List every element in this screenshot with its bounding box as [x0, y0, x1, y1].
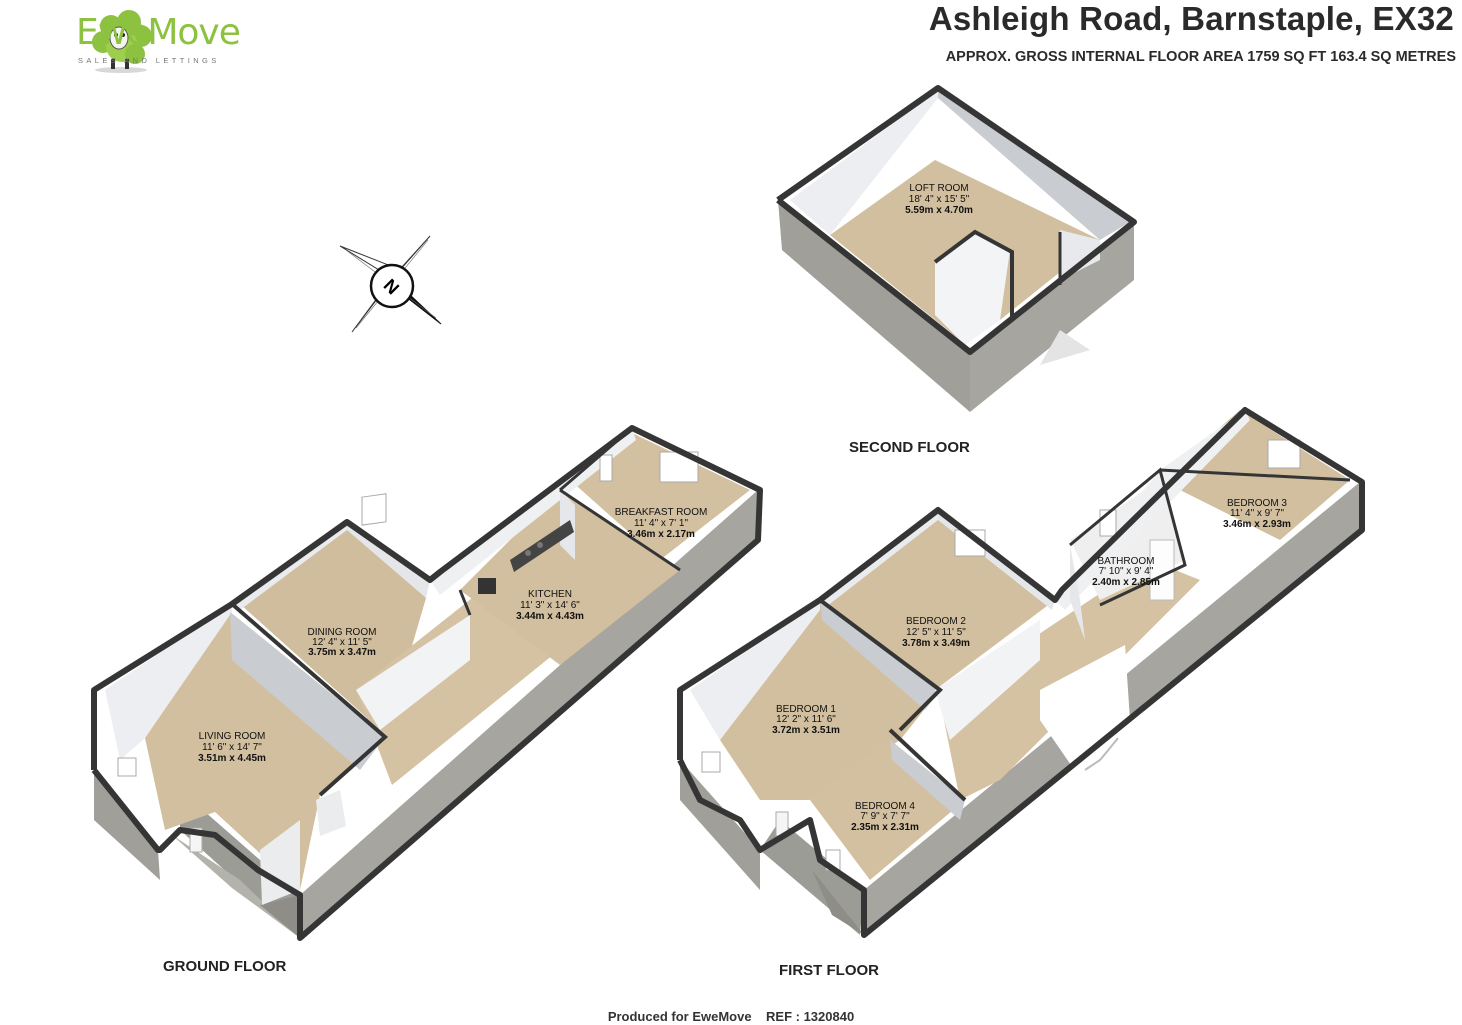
room-metric: 2.35m x 2.31m	[851, 822, 919, 833]
second-floor-label: SECOND FLOOR	[849, 439, 970, 456]
room-name: BEDROOM 1	[776, 704, 836, 715]
ground-floor-label: GROUND FLOOR	[163, 958, 287, 975]
first-floor-plan	[677, 407, 1365, 938]
room-imperial: 12' 2" x 11' 6"	[776, 714, 836, 725]
footer-produced: Produced for EweMove	[607, 1009, 752, 1024]
room-metric: 3.78m x 3.49m	[902, 638, 970, 649]
ground-floor-plan	[91, 425, 763, 941]
room-metric: 3.44m x 4.43m	[516, 611, 584, 622]
ewemove-logo	[92, 10, 152, 73]
room-name: BEDROOM 4	[855, 801, 915, 812]
room-imperial: 11' 6" x 14' 7"	[202, 742, 262, 753]
floor-area-subtitle: APPROX. GROSS INTERNAL FLOOR AREA 1759 S…	[945, 49, 1456, 65]
room-imperial: 11' 3" x 14' 6"	[520, 600, 580, 611]
room-metric: 3.72m x 3.51m	[772, 725, 840, 736]
footer: Produced for EweMove REF : 1320840	[0, 1009, 1462, 1024]
room-label-bedroom-4: BEDROOM 4 7' 9" x 7' 7" 2.35m x 2.31m	[851, 801, 919, 833]
room-imperial: 12' 4" x 11' 5"	[312, 637, 372, 648]
compass-icon: N	[339, 235, 442, 333]
property-title: Ashleigh Road, Barnstaple, EX32	[928, 0, 1454, 37]
brand-tagline: SALES AND LETTINGS	[78, 56, 220, 65]
room-label-breakfast-room: BREAKFAST ROOM 11' 4" x 7' 1" 3.46m x 2.…	[615, 507, 708, 540]
room-metric: 5.59m x 4.70m	[905, 205, 973, 216]
room-imperial: 11' 4" x 7' 1"	[634, 518, 689, 529]
room-label-living-room: LIVING ROOM 11' 6" x 14' 7" 3.51m x 4.45…	[198, 731, 266, 764]
room-metric: 2.40m x 2.85m	[1092, 577, 1160, 588]
room-metric: 3.46m x 2.17m	[627, 529, 695, 540]
room-imperial: 7' 10" x 9' 4"	[1099, 566, 1154, 577]
second-floor-plan	[776, 85, 1137, 412]
room-imperial: 11' 4" x 9' 7"	[1230, 508, 1285, 519]
room-label-bedroom-1: BEDROOM 1 12' 2" x 11' 6" 3.72m x 3.51m	[772, 704, 840, 736]
room-name: KITCHEN	[528, 589, 572, 600]
room-name: LIVING ROOM	[199, 731, 266, 742]
room-metric: 3.51m x 4.45m	[198, 753, 266, 764]
room-metric: 3.75m x 3.47m	[308, 647, 376, 658]
room-label-loft-room: LOFT ROOM 18' 4" x 15' 5" 5.59m x 4.70m	[905, 183, 973, 216]
room-name: LOFT ROOM	[909, 183, 968, 194]
room-name: DINING ROOM	[308, 627, 377, 638]
room-metric: 3.46m x 2.93m	[1223, 519, 1291, 530]
room-label-dining-room: DINING ROOM 12' 4" x 11' 5" 3.75m x 3.47…	[308, 627, 377, 658]
room-name: BREAKFAST ROOM	[615, 507, 708, 518]
room-name: BEDROOM 3	[1227, 498, 1287, 509]
room-label-bedroom-3: BEDROOM 3 11' 4" x 9' 7" 3.46m x 2.93m	[1223, 498, 1291, 530]
first-floor-label: FIRST FLOOR	[779, 962, 879, 979]
room-imperial: 18' 4" x 15' 5"	[909, 194, 970, 205]
room-label-bedroom-2: BEDROOM 2 12' 5" x 11' 5" 3.78m x 3.49m	[902, 616, 970, 649]
room-label-kitchen: KITCHEN 11' 3" x 14' 6" 3.44m x 4.43m	[516, 589, 584, 622]
footer-ref: REF : 1320840	[766, 1009, 855, 1024]
room-name: BATHROOM	[1097, 556, 1154, 567]
room-imperial: 7' 9" x 7' 7"	[860, 811, 910, 822]
room-label-bathroom: BATHROOM 7' 10" x 9' 4" 2.40m x 2.85m	[1092, 556, 1160, 588]
brand-name: EweMove	[76, 12, 241, 53]
room-imperial: 12' 5" x 11' 5"	[906, 627, 966, 638]
room-name: BEDROOM 2	[906, 616, 966, 627]
